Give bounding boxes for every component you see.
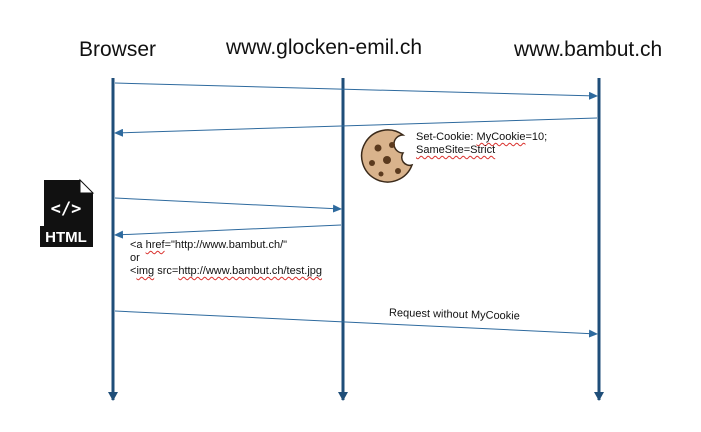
anchor-tag-line: <a href="http://www.bambut.ch/": [130, 239, 322, 252]
message-browser-to-bambut: [114, 82, 598, 100]
set-cookie-value: =10;: [525, 131, 548, 143]
set-cookie-note: Set-Cookie: MyCookie=10; SameSite=Strict: [416, 131, 547, 157]
message-request-without-cookie: [114, 310, 598, 338]
set-cookie-name: MyCookie: [476, 131, 526, 143]
img-tag-line: <img src=http://www.bambut.ch/test.jpg: [130, 265, 322, 278]
message-glocken-to-browser: [114, 224, 342, 239]
svg-text:</>: </>: [51, 199, 82, 219]
actor-bambut: www.bambut.ch: [514, 38, 663, 61]
or-line: or: [130, 252, 140, 264]
actor-browser: Browser: [79, 38, 157, 61]
cookie-icon: [360, 129, 414, 183]
anchor-open: <a: [130, 239, 146, 251]
img-open: <: [130, 265, 137, 277]
set-cookie-line: Set-Cookie: MyCookie=10;: [416, 131, 547, 144]
img-src-url: http://www.bambut.ch/test.jpg: [178, 265, 323, 277]
actor-glocken-emil: www.glocken-emil.ch: [226, 36, 423, 59]
anchor-href-attr: href: [145, 239, 165, 251]
samesite-text: SameSite=Strict: [416, 144, 496, 156]
message-bambut-to-browser: [114, 117, 598, 137]
img-src-attr: src=: [154, 265, 179, 277]
samesite-line: SameSite=Strict: [416, 144, 547, 157]
set-cookie-prefix: Set-Cookie:: [416, 131, 477, 143]
html-content-note: <a href="http://www.bambut.ch/" or <img …: [130, 239, 322, 278]
message-browser-to-glocken: [114, 197, 342, 213]
html-file-icon: </> HTML: [40, 178, 95, 247]
html-icon-label: HTML: [45, 229, 87, 246]
anchor-href-value: ="http://www.bambut.ch/": [164, 239, 288, 251]
img-tag-name: img: [136, 265, 155, 277]
